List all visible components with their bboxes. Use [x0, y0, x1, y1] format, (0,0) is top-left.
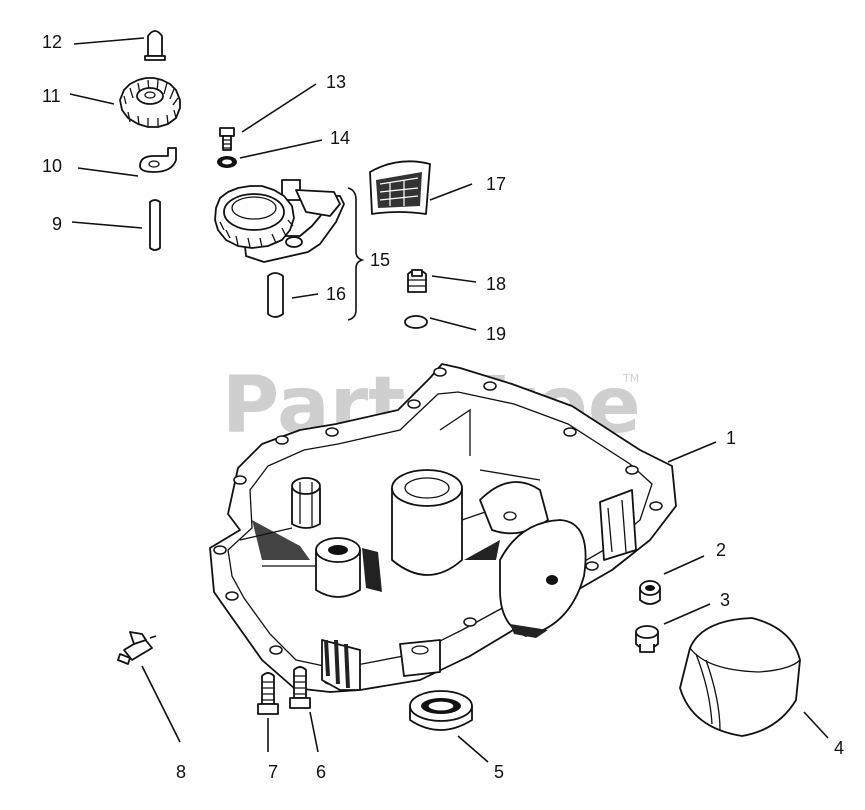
callout-19: 19 [486, 324, 506, 344]
callout-18: 18 [486, 274, 506, 294]
callout-1: 1 [726, 428, 736, 448]
part-16-shaft[interactable] [267, 272, 284, 318]
callout-14: 14 [330, 128, 350, 148]
part-6-bolt[interactable] [289, 666, 311, 709]
callout-10: 10 [42, 156, 62, 176]
callout-3: 3 [720, 590, 730, 610]
part-12-cap[interactable] [144, 30, 166, 61]
callout-4: 4 [834, 738, 844, 758]
callout-15: 15 [370, 250, 390, 270]
part-3-fitting[interactable] [635, 625, 659, 653]
part-18-valve[interactable] [407, 269, 427, 293]
part-19-o-ring[interactable] [404, 315, 428, 329]
part-13-screw[interactable] [219, 127, 235, 151]
callout-9: 9 [52, 214, 62, 234]
part-7-bolt[interactable] [257, 672, 279, 715]
part-4-oil-filter[interactable] [679, 617, 801, 737]
callout-11: 11 [42, 86, 61, 106]
callout-12: 12 [42, 32, 62, 52]
callout-13: 13 [326, 72, 346, 92]
callout-5: 5 [494, 762, 504, 782]
part-17-screen[interactable] [369, 160, 431, 215]
callout-17: 17 [486, 174, 506, 194]
callouts: 12 11 10 9 13 14 15 16 17 18 19 1 2 3 4 … [42, 32, 844, 782]
watermark-trademark: TM [622, 372, 639, 385]
callout-2: 2 [716, 540, 726, 560]
part-1-oil-pan[interactable] [209, 363, 677, 693]
part-8-switch[interactable] [117, 631, 157, 665]
callout-6: 6 [316, 762, 326, 782]
part-15-oil-pump[interactable] [214, 179, 345, 263]
part-11-gear[interactable] [119, 77, 181, 128]
part-2-plug[interactable] [639, 580, 661, 605]
leader-lines [69, 37, 829, 763]
part-10-tab-washer[interactable] [139, 147, 177, 173]
part-5-seal[interactable] [409, 690, 473, 731]
brace-15 [347, 187, 365, 321]
part-14-washer[interactable] [217, 156, 237, 168]
callout-8: 8 [176, 762, 186, 782]
callout-16: 16 [326, 284, 346, 304]
callout-7: 7 [268, 762, 278, 782]
part-9-pin[interactable] [149, 199, 161, 251]
